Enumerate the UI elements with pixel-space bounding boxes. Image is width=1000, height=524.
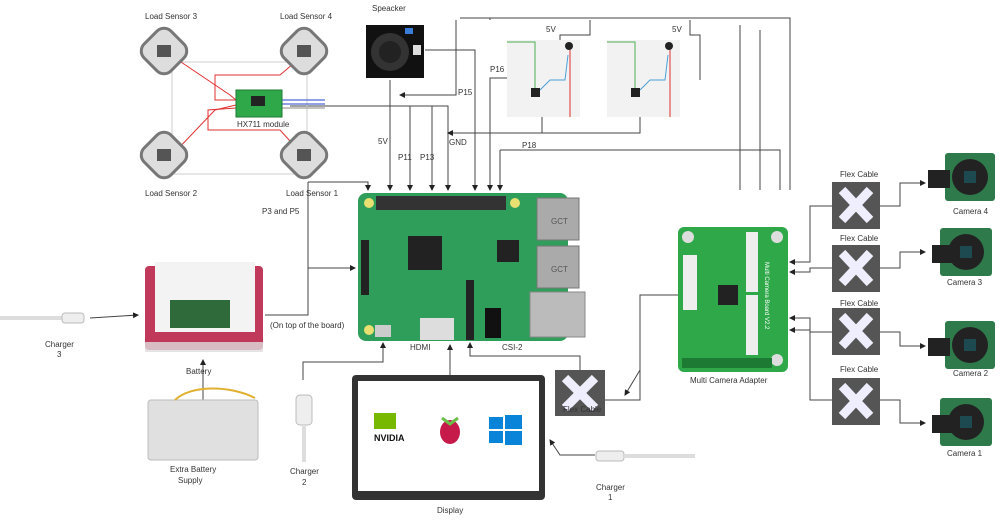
flex-cable-4 [832,378,880,425]
load-sensor-2-label: Load Sensor 2 [145,189,198,198]
multi-camera-adapter-label: Multi Camera Adapter [690,376,768,385]
load-sensor-4-label: Load Sensor 4 [280,12,333,21]
hx711-module [235,89,283,118]
extra-battery [147,387,259,461]
extra-battery-label-line1: Extra Battery [170,465,216,474]
charger-3-cable [0,312,85,324]
battery-pack [145,262,263,352]
load-cell-assembly [139,26,329,180]
camera-1 [932,398,992,446]
flex-cable-pi [555,370,605,416]
charger-1-label-line1: Charger [596,483,625,492]
hdmi-label: HDMI [410,343,430,352]
charger-3-label-line2: 3 [57,350,62,359]
load-sensor-3-label: Load Sensor 3 [145,12,198,21]
hx711-label: HX711 module [237,120,290,129]
camera-4 [928,153,995,201]
flex-cable-1-label: Flex Cable [840,170,879,179]
pin-p18-label: P18 [522,141,537,150]
camera-1-label: Camera 1 [947,449,983,458]
charger-2-label-line2: 2 [302,478,307,487]
flex-cable-pi-label: Flex Cable [563,405,602,414]
nvidia-logo-text: NVIDIA [374,433,405,443]
flex-cable-4-label: Flex Cable [840,365,879,374]
display-label: Display [437,506,463,515]
sensor-circuit-2 [607,40,680,117]
camera-3-label: Camera 3 [947,278,983,287]
speaker-label: Speacker [372,4,406,13]
charger-3-label-line1: Charger [45,340,74,349]
sensor-1-5v-label: 5V [546,25,556,34]
load-sensor-1-label: Load Sensor 1 [286,189,339,198]
flex-cable-3 [832,308,880,355]
pin-p16-label: P16 [490,65,505,74]
pin-p13-label: P13 [420,153,435,162]
charger-2-label-line1: Charger [290,467,319,476]
extra-battery-label-line2: Supply [178,476,202,485]
flex-cable-3-label: Flex Cable [840,299,879,308]
camera-3 [932,228,992,276]
pin-gnd-label: GND [449,138,467,147]
charger-1-label-line2: 1 [608,493,613,502]
load-sensor-1 [279,130,329,180]
multi-camera-adapter: Multi Camera Board V2.2 [678,227,788,372]
speaker-module [366,25,424,78]
p3-p5-label: P3 and P5 [262,207,300,216]
camera-2-label: Camera 2 [953,369,989,378]
sensor-circuit-1 [507,40,580,117]
on-top-label: (On top of the board) [270,321,345,330]
usb-label-2: GCT [551,265,568,274]
csi2-label: CSI-2 [502,343,523,352]
pin-p11-label: P11 [398,153,412,162]
raspberry-pi-board: GCT GCT [358,193,586,341]
battery-label: Battery [186,367,211,376]
load-sensor-2 [139,130,189,180]
flex-cable-1 [832,182,880,229]
flex-cable-2 [832,245,880,292]
windows-logo-icon [489,415,522,445]
raspberry-logo-icon [440,416,460,444]
load-sensor-4 [279,26,329,76]
sensor-2-5v-label: 5V [672,25,682,34]
display-screen: NVIDIA [352,375,545,500]
charger-2-cable [295,394,313,462]
charger-1-cable [595,450,695,462]
adapter-board-text: Multi Camera Board V2.2 [763,262,769,330]
nvidia-logo-icon [374,413,396,429]
pin-p15-label: P15 [458,88,473,97]
camera-2 [928,321,995,369]
camera-4-label: Camera 4 [953,207,989,216]
usb-label: GCT [551,217,568,226]
load-sensor-3 [139,26,189,76]
pin-5v-label: 5V [378,137,388,146]
flex-cable-2-label: Flex Cable [840,234,879,243]
